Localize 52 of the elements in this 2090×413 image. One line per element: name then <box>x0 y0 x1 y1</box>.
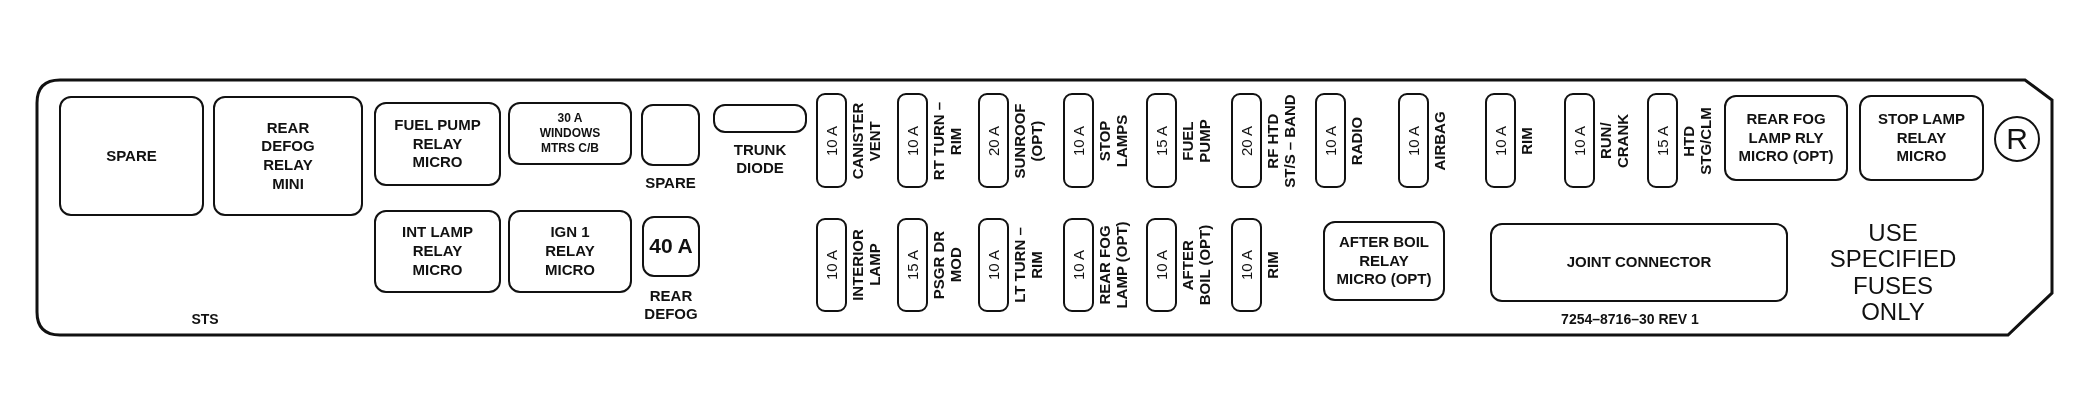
fuse-label: REAR FOG LAMP (OPT) <box>1097 221 1130 309</box>
relay-slot: INT LAMP RELAY MICRO <box>374 210 501 293</box>
fuse: 10 A <box>897 93 928 188</box>
fuse-label: RT TURN – RIM <box>931 101 964 180</box>
fuse-label: RADIO <box>1349 116 1366 165</box>
fuse-label: FUEL PUMP <box>1180 118 1213 163</box>
fuse-label: CANISTER VENT <box>850 102 883 179</box>
fuse-label: REAR DEFOG <box>643 287 699 323</box>
relay-slot: FUEL PUMP RELAY MICRO <box>374 102 501 186</box>
fuse: 10 A <box>1063 93 1094 188</box>
fuse: 10 A <box>1564 93 1595 188</box>
relay-slot: REAR FOG LAMP RLY MICRO (OPT) <box>1724 95 1848 181</box>
fuse-label: AIRBAG <box>1432 110 1449 171</box>
fuse-label: RIM <box>1519 126 1536 155</box>
fuse-label: RF HTD ST/S – BAND <box>1265 93 1298 188</box>
fuse: 15 A <box>1146 93 1177 188</box>
fuse: 10 A <box>1231 218 1262 312</box>
relay-slot: IGN 1 RELAY MICRO <box>508 210 632 293</box>
relay-slot: STOP LAMP RELAY MICRO <box>1859 95 1984 181</box>
fuse: 20 A <box>1231 93 1262 188</box>
fuse: 10 A <box>978 218 1009 312</box>
fuse: 10 A <box>1315 93 1346 188</box>
circled-letter: R <box>1994 116 2040 162</box>
panel-label: STS <box>190 311 220 328</box>
part-number: 7254–8716–30 REV 1 <box>1560 311 1700 328</box>
fuse-label: RIM <box>1265 251 1282 279</box>
fuse: 15 A <box>897 218 928 312</box>
relay-slot: AFTER BOIL RELAY MICRO (OPT) <box>1323 221 1445 301</box>
slot-label: TRUNK DIODE <box>732 141 788 177</box>
fuse: 10 A <box>1398 93 1429 188</box>
fuse: 10 A <box>816 93 847 188</box>
relay-slot: SPARE <box>59 96 204 216</box>
connector-slot: JOINT CONNECTOR <box>1490 223 1788 302</box>
fuse: 10 A <box>1485 93 1516 188</box>
slot-label: SPARE <box>644 174 697 192</box>
fuse-label: LT TURN – RIM <box>1012 227 1045 303</box>
fuse-label: STOP LAMPS <box>1097 114 1130 167</box>
fuse: 20 A <box>978 93 1009 188</box>
relay-slot: REAR DEFOG RELAY MINI <box>213 96 363 216</box>
fuse-label: INTERIOR LAMP <box>850 229 883 301</box>
fuse-label: RUN/ CRANK <box>1598 113 1631 168</box>
fuse-label: SUNROOF (OPT) <box>1012 103 1045 178</box>
fuse: 10 A <box>816 218 847 312</box>
fuse-label: AFTER BOIL (OPT) <box>1180 224 1213 306</box>
fuse: 15 A <box>1647 93 1678 188</box>
warning-note: USE SPECIFIED FUSES ONLY <box>1828 220 1958 326</box>
fuse-label: HTD STG/CLM <box>1681 106 1714 175</box>
fuse-label: PSGR DR MOD <box>931 230 964 300</box>
fuse-slot: 40 A <box>642 216 700 277</box>
fuse: 10 A <box>1146 218 1177 312</box>
circuit-breaker-slot: 30 A WINDOWS MTRS C/B <box>508 102 632 165</box>
fuse: 10 A <box>1063 218 1094 312</box>
